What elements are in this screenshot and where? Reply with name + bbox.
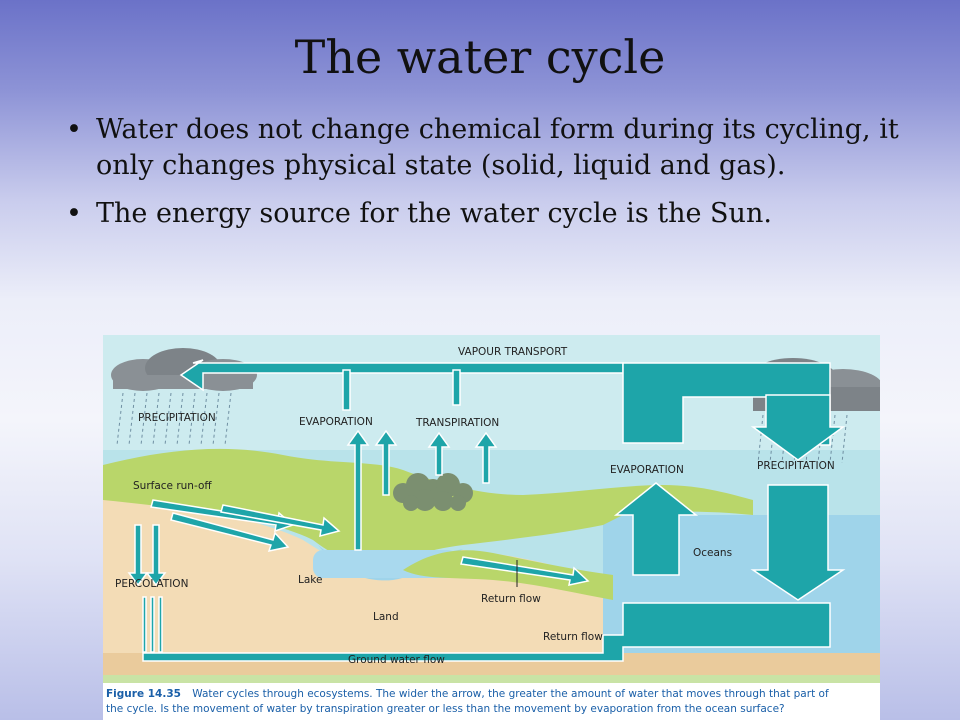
hill-area [403, 550, 613, 600]
water-cycle-figure: VAPOUR TRANSPORT PRECIPITATION EVAPORATI… [103, 335, 880, 720]
ground-grass-band [103, 675, 880, 683]
label-oceans: Oceans [693, 547, 732, 559]
label-precipitation-left: PRECIPITATION [138, 412, 216, 424]
label-percolation: PERCOLATION [115, 578, 188, 590]
percolation-arrow-2 [145, 524, 167, 587]
slide-title: The water cycle [294, 30, 666, 84]
percolation-line-2 [150, 596, 155, 653]
percolation-line-1 [142, 596, 147, 653]
caption-text-1: Water cycles through ecosystems. The wid… [192, 688, 829, 700]
transpiration-riser [452, 369, 461, 406]
bullet-item: • The energy source for the water cycle … [60, 196, 910, 232]
water-cycle-diagram: VAPOUR TRANSPORT PRECIPITATION EVAPORATI… [103, 335, 880, 720]
label-surface-runoff: Surface run-off [133, 480, 212, 492]
label-return-flow-2: Return flow [543, 631, 603, 643]
label-land: Land [373, 611, 399, 623]
percolation-line-3 [158, 596, 163, 653]
trees-icon [393, 473, 473, 511]
label-transpiration: TRANSPIRATION [415, 417, 499, 429]
label-vapour-transport: VAPOUR TRANSPORT [458, 346, 568, 358]
label-precipitation-right: PRECIPITATION [757, 460, 835, 472]
caption-line-1: Figure 14.35 Water cycles through ecosys… [106, 688, 829, 700]
bullet-text: Water does not change chemical form duri… [96, 114, 899, 181]
label-return-flow-1: Return flow [481, 593, 541, 605]
label-evaporation-ocean: EVAPORATION [610, 464, 684, 476]
bullet-item: • Water does not change chemical form du… [60, 112, 910, 184]
runoff-arrow-2 [170, 512, 290, 553]
ground-water-flow-arrow [142, 602, 831, 662]
rain-left-icon [116, 392, 232, 446]
evaporation-land-arrow-1 [346, 429, 370, 551]
transpiration-arrow-1 [427, 431, 451, 476]
transpiration-arrow-2 [474, 431, 498, 484]
evaporation-land-arrow-2 [374, 429, 398, 496]
bullet-dot-icon: • [66, 114, 82, 145]
percolation-arrow-1 [127, 524, 149, 587]
return-flow-arrow [460, 556, 590, 586]
caption-line-2: the cycle. Is the movement of water by t… [106, 703, 785, 715]
bullet-text: The energy source for the water cycle is… [96, 198, 772, 229]
evaporation-ocean-arrow [613, 482, 699, 576]
caption-band [103, 683, 880, 720]
precipitation-right-top-arrow [750, 394, 846, 461]
label-ground-water-flow: Ground water flow [348, 654, 445, 666]
flow-arrows [127, 359, 846, 662]
evaporation-land-riser [342, 369, 351, 411]
bullet-dot-icon: • [66, 198, 82, 229]
bullet-list: • Water does not change chemical form du… [60, 112, 910, 244]
runoff-arrow-3 [220, 504, 341, 538]
caption-figure-number: Figure 14.35 [106, 688, 181, 700]
precipitation-into-ocean-arrow [750, 484, 846, 601]
label-evaporation-land: EVAPORATION [299, 416, 373, 428]
label-lake: Lake [298, 574, 322, 586]
